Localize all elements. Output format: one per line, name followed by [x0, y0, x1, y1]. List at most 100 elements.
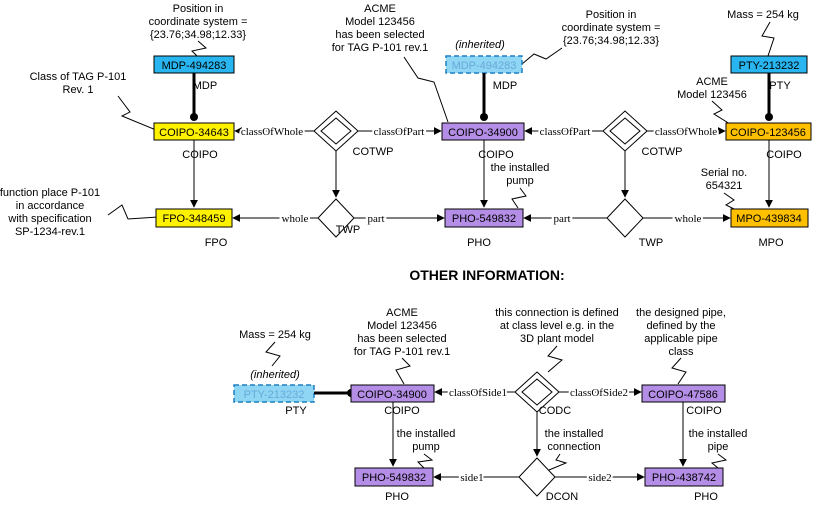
svg-text:ACME: ACME [386, 307, 418, 319]
svg-text:SP-1234-rev.1: SP-1234-rev.1 [15, 226, 85, 238]
svg-text:defined by the: defined by the [646, 320, 715, 332]
coipo-box-3[interactable]: COIPO-123456 [725, 122, 812, 141]
section-heading: OTHER INFORMATION: [409, 267, 564, 283]
note-pointer [711, 100, 731, 125]
svg-text:class: class [668, 346, 694, 358]
svg-text:MPO-439834: MPO-439834 [736, 213, 801, 225]
svg-text:Position in: Position in [173, 3, 224, 15]
svg-text:COIPO-123456: COIPO-123456 [730, 127, 806, 139]
note-mass-2: Mass = 254 kg [239, 329, 311, 341]
edge-label: side1 [460, 472, 483, 484]
coipo-box-4[interactable]: COIPO-34900 [350, 384, 435, 403]
svg-text:coordinate system =: coordinate system = [562, 22, 661, 34]
coipo-type-label: COIPO [686, 405, 722, 417]
note-pointer [265, 341, 281, 367]
note-position-1: Position in coordinate system = {23.76;3… [149, 3, 248, 41]
svg-text:ACME: ACME [696, 76, 728, 88]
note-acme-3: ACME Model 123456 has been selected for … [354, 307, 451, 358]
twp-node-2[interactable] [606, 198, 644, 238]
pty-box-2-inherited[interactable]: PTY-213232 [233, 384, 315, 403]
note-installed-pump-1: the installed pump [491, 162, 550, 187]
note-pointer [521, 47, 563, 65]
edge-label: classOfWhole [655, 126, 717, 138]
svg-text:applicable pipe: applicable pipe [644, 333, 717, 345]
svg-text:function place P-101: function place P-101 [0, 187, 100, 199]
coipo-type-label: COIPO [478, 149, 514, 161]
svg-text:PTY-213232: PTY-213232 [244, 389, 305, 401]
note-installed-connection: the installed connection [545, 428, 604, 453]
note-designed-pipe: the designed pipe, defined by the applic… [636, 307, 726, 358]
svg-text:in accordance: in accordance [16, 200, 85, 212]
svg-text:connection: connection [547, 441, 600, 453]
svg-text:the installed: the installed [397, 428, 456, 440]
codc-node[interactable] [514, 371, 560, 413]
svg-text:PHO-549832: PHO-549832 [362, 472, 426, 484]
coipo-type-label: COIPO [766, 149, 802, 161]
pho-box-3[interactable]: PHO-438742 [644, 467, 724, 487]
note-class-tag: Class of TAG P-101 Rev. 1 [30, 71, 127, 96]
svg-text:the installed: the installed [689, 428, 748, 440]
note-acme-2: ACME Model 123456 [677, 76, 747, 101]
pho-type-label: PHO [385, 491, 409, 503]
note-pointer [117, 95, 157, 131]
fpo-type-label: FPO [205, 237, 228, 249]
mpo-box[interactable]: MPO-439834 [730, 208, 809, 228]
note-pointer [416, 453, 434, 469]
svg-text:PTY-213232: PTY-213232 [739, 60, 800, 72]
svg-text:MDP-494283: MDP-494283 [162, 60, 227, 72]
codc-label: CODC [539, 405, 571, 417]
cotwp-node-1[interactable] [313, 110, 359, 152]
svg-text:with specification: with specification [7, 213, 91, 225]
cotwp-label: COTWP [353, 146, 394, 158]
edge-label: whole [282, 213, 309, 225]
svg-text:has been selected: has been selected [357, 333, 446, 345]
mdp-box-2-inherited[interactable]: MDP-494283 [445, 55, 523, 74]
coipo-box-5[interactable]: COIPO-47586 [641, 384, 726, 403]
svg-text:PHO-438742: PHO-438742 [652, 472, 716, 484]
svg-text:pump: pump [506, 175, 534, 187]
note-pointer [511, 187, 527, 209]
twp-label: TWP [336, 224, 360, 236]
note-pointer [190, 40, 208, 58]
link-dot [190, 113, 198, 121]
svg-text:for TAG P-101 rev.1: for TAG P-101 rev.1 [354, 346, 451, 358]
svg-text:this connection is defined: this connection is defined [495, 307, 619, 319]
svg-text:Model 123456: Model 123456 [677, 89, 747, 101]
edge-label: classOfSide1 [449, 387, 507, 399]
pty-box-1[interactable]: PTY-213232 [730, 55, 808, 74]
cotwp-node-2[interactable] [602, 110, 648, 152]
note-installed-pipe: the installed pipe [689, 428, 748, 453]
note-acme-1: ACME Model 123456 has been selected for … [332, 3, 429, 54]
fpo-box[interactable]: FPO-348459 [155, 208, 233, 228]
dcon-node[interactable] [518, 457, 556, 497]
note-inherited-1: (inherited) [455, 39, 505, 51]
note-connection-defined: this connection is defined at class leve… [495, 307, 619, 345]
svg-text:PHO-549832: PHO-549832 [452, 213, 516, 225]
note-function-place: function place P-101 in accordance with … [0, 187, 100, 238]
note-pointer [671, 357, 687, 385]
note-pointer [723, 192, 737, 211]
svg-text:Rev. 1: Rev. 1 [63, 84, 94, 96]
twp-node-1[interactable] [317, 198, 355, 238]
edge-label: classOfSide2 [570, 387, 628, 399]
pho-box-2[interactable]: PHO-549832 [354, 467, 434, 487]
note-mass-1: Mass = 254 kg [727, 9, 799, 21]
svg-text:Model 123456: Model 123456 [367, 320, 437, 332]
coipo-box-2[interactable]: COIPO-34900 [441, 122, 525, 141]
svg-text:COIPO-34643: COIPO-34643 [159, 127, 229, 139]
svg-text:{23.76;34.98;12.33}: {23.76;34.98;12.33} [150, 29, 246, 41]
svg-text:the designed pipe,: the designed pipe, [636, 307, 726, 319]
cotwp-label: COTWP [642, 146, 683, 158]
pho-box-1[interactable]: PHO-549832 [444, 208, 524, 228]
coipo-box-1[interactable]: COIPO-34643 [153, 122, 235, 141]
mdp-box-1[interactable]: MDP-494283 [153, 55, 235, 74]
svg-text:COIPO-34900: COIPO-34900 [448, 127, 518, 139]
svg-text:ACME: ACME [364, 3, 396, 15]
note-pointer [395, 357, 411, 385]
edge-label: classOfWhole [241, 126, 303, 138]
svg-text:for TAG P-101 rev.1: for TAG P-101 rev.1 [332, 42, 429, 54]
mpo-type-label: MPO [758, 237, 784, 249]
svg-text:654321: 654321 [706, 180, 743, 192]
note-pointer [107, 204, 159, 220]
